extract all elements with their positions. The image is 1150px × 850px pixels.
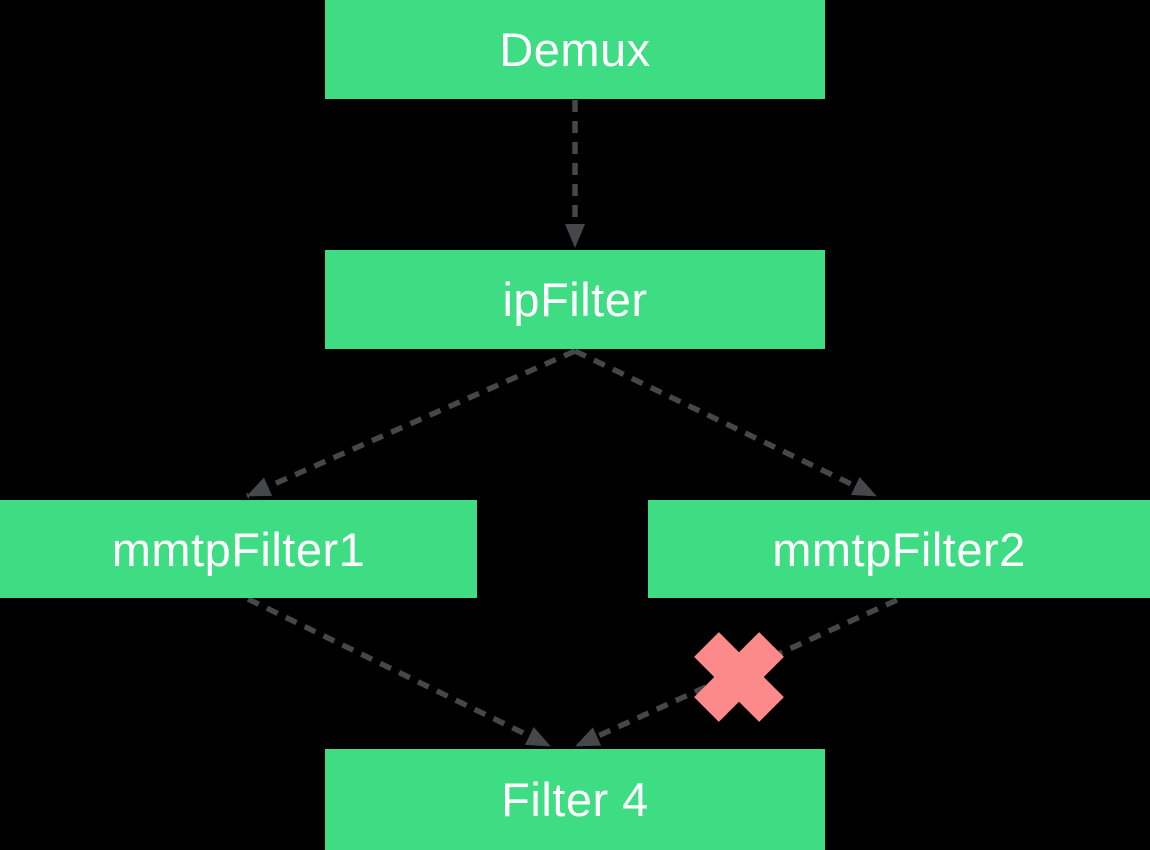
edge-ipfilter-to-mmtpfilter1 [245, 348, 577, 499]
node-mmtpfilter1: mmtpFilter1 [0, 500, 477, 598]
node-filter4: Filter 4 [325, 749, 825, 850]
node-mmtpfilter2-label: mmtpFilter2 [772, 522, 1026, 576]
node-demux-label: Demux [499, 23, 651, 76]
edge-mmtpfilter2-to-filter4 [574, 597, 899, 749]
node-ipfilter: ipFilter [325, 250, 825, 349]
edge-ipfilter-to-mmtpfilter2 [573, 348, 878, 499]
node-demux: Demux [325, 0, 825, 99]
blocked-cross-icon [694, 632, 784, 722]
node-mmtpfilter1-label: mmtpFilter1 [111, 522, 366, 576]
node-filter4-label: Filter 4 [501, 773, 649, 826]
node-ipfilter-label: ipFilter [502, 273, 648, 326]
edge-mmtpfilter1-to-filter4 [246, 596, 552, 749]
node-mmtpfilter2: mmtpFilter2 [648, 500, 1150, 598]
